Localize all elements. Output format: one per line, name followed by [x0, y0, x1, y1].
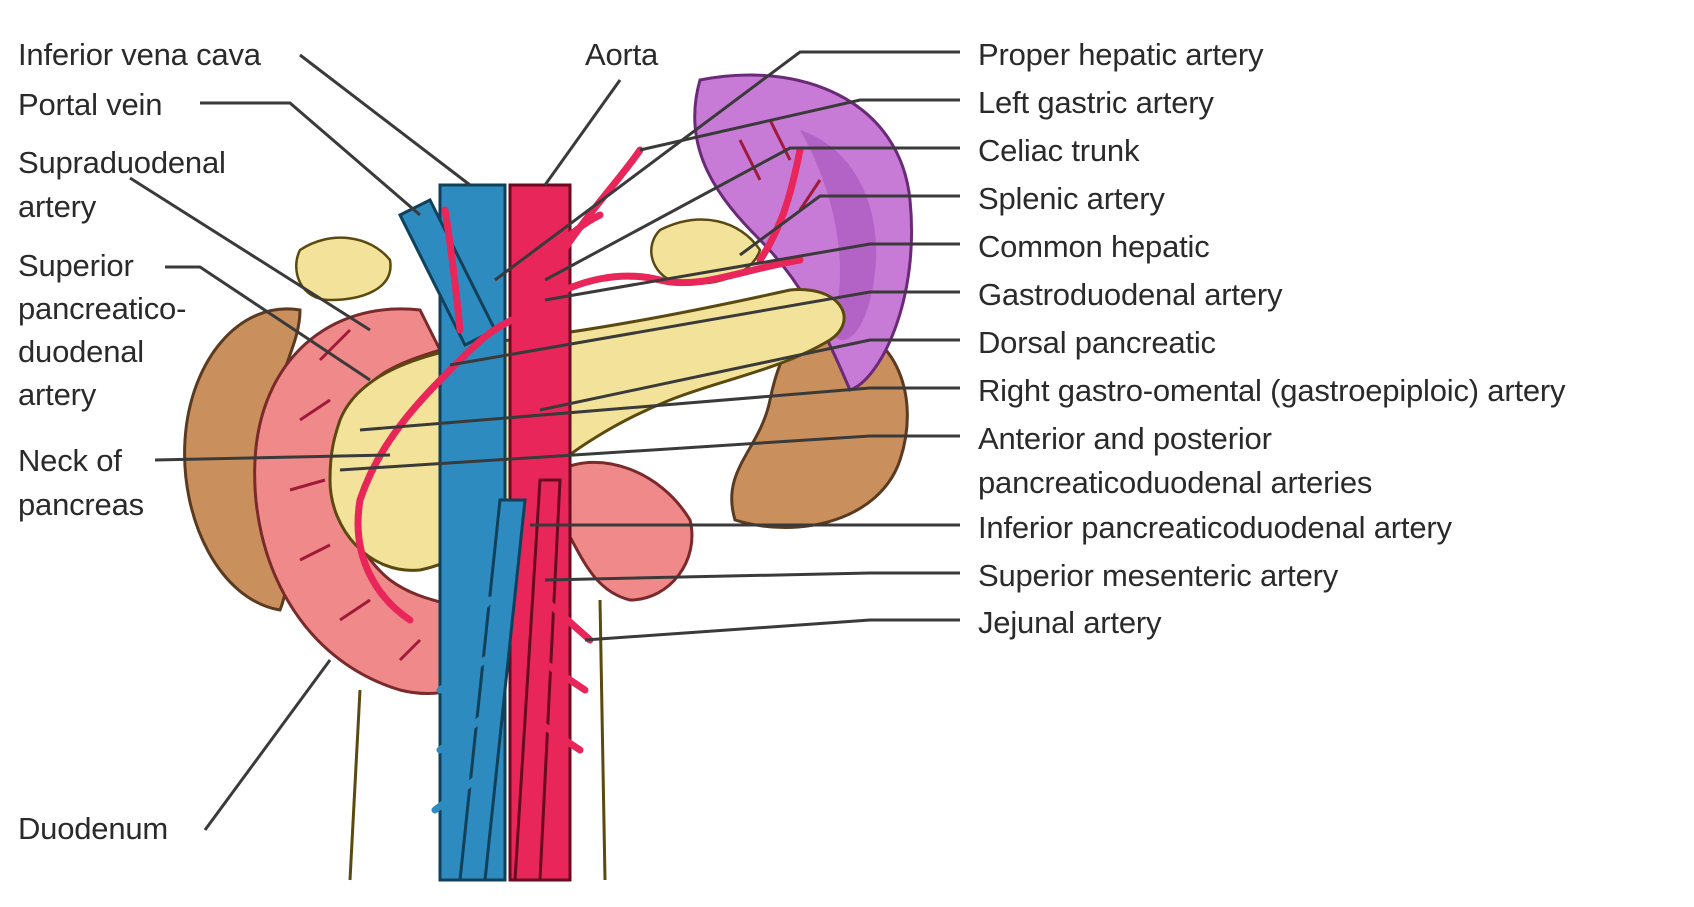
- label-duodenum: Duodenum: [18, 808, 168, 850]
- label-superior-pd-line1: Superior: [18, 245, 134, 287]
- label-supraduodenal-artery-line2: artery: [18, 186, 96, 228]
- label-inferior-pd-artery: Inferior pancreaticoduodenal artery: [978, 507, 1452, 549]
- label-jejunal-artery: Jejunal artery: [978, 602, 1161, 644]
- label-inferior-vena-cava: Inferior vena cava: [18, 34, 261, 76]
- label-neck-of-pancreas-line2: pancreas: [18, 484, 144, 526]
- label-right-gastro-omental-artery: Right gastro-omental (gastroepiploic) ar…: [978, 370, 1565, 412]
- label-celiac-trunk: Celiac trunk: [978, 130, 1139, 172]
- label-splenic-artery: Splenic artery: [978, 178, 1165, 220]
- label-portal-vein: Portal vein: [18, 84, 162, 126]
- label-common-hepatic: Common hepatic: [978, 226, 1210, 268]
- label-neck-of-pancreas-line1: Neck of: [18, 440, 122, 482]
- label-dorsal-pancreatic: Dorsal pancreatic: [978, 322, 1216, 364]
- right-ureter: [350, 690, 360, 880]
- label-supraduodenal-artery-line1: Supraduodenal: [18, 142, 226, 184]
- label-superior-pd-line4: artery: [18, 374, 96, 416]
- label-left-gastric-artery: Left gastric artery: [978, 82, 1214, 124]
- label-superior-pd-line3: duodenal: [18, 331, 144, 373]
- label-gastroduodenal-artery: Gastroduodenal artery: [978, 274, 1282, 316]
- label-superior-mesenteric-artery: Superior mesenteric artery: [978, 555, 1338, 597]
- label-aorta: Aorta: [585, 34, 658, 76]
- label-anterior-posterior-pd-line2: pancreaticoduodenal arteries: [978, 462, 1372, 504]
- left-ureter: [600, 600, 605, 880]
- label-anterior-posterior-pd-line1: Anterior and posterior: [978, 418, 1272, 460]
- label-proper-hepatic-artery: Proper hepatic artery: [978, 34, 1263, 76]
- label-superior-pd-line2: pancreatico-: [18, 288, 186, 330]
